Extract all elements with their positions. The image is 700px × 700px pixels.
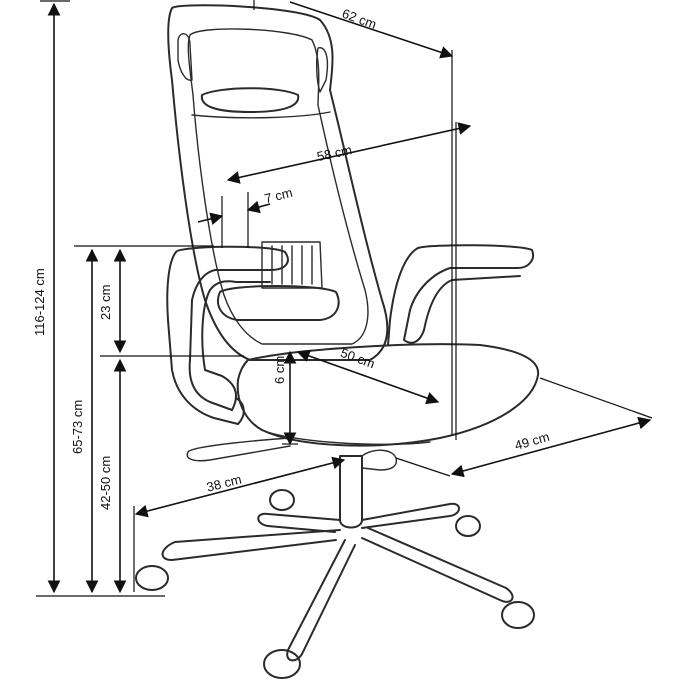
headrest-slot-left — [177, 33, 193, 81]
right-armrest — [403, 244, 534, 344]
dim-width-inner — [226, 122, 472, 184]
gas-lift — [339, 455, 363, 529]
label-depth: 62 cm — [340, 6, 378, 32]
label-seat-height: 42-50 cm — [98, 456, 113, 510]
headrest-slot-right — [315, 47, 329, 93]
backrest-inner — [187, 28, 369, 345]
caster — [263, 649, 301, 679]
label-seat-thickness: 6 cm — [272, 356, 287, 384]
label-total-height: 116-124 cm — [32, 268, 47, 336]
caster — [269, 489, 295, 511]
lift-lever — [186, 437, 291, 462]
label-width-inner: 58 cm — [316, 142, 354, 164]
seat-underside — [261, 429, 431, 446]
dim-lumbar-2 — [246, 200, 271, 214]
dim-seat-depth — [296, 349, 440, 405]
gas-lift-cover — [361, 449, 398, 471]
label-arm-floor-height: 65-73 cm — [70, 400, 85, 454]
label-seat-width: 49 cm — [513, 429, 551, 453]
left-armrest — [175, 245, 289, 411]
caster — [455, 515, 481, 537]
lumbar-pad — [217, 285, 340, 321]
backrest-outline — [167, 4, 389, 361]
lumbar-grille — [261, 241, 323, 289]
headrest-pad — [200, 87, 300, 113]
left-armrest-support — [166, 251, 245, 425]
dim-depth — [289, 1, 454, 59]
star-base — [161, 502, 514, 662]
label-armrest-height: 23 cm — [98, 285, 113, 320]
mesh-divider — [191, 111, 331, 119]
label-seat-depth: 50 cm — [339, 345, 377, 371]
label-lumbar: 7 cm — [263, 185, 294, 206]
dim-lumbar — [197, 212, 224, 226]
dim-seat-width — [450, 416, 652, 478]
dim-base-radius — [134, 456, 346, 518]
dimension-lines — [36, 0, 653, 597]
caster — [501, 601, 535, 629]
caster — [135, 565, 169, 591]
right-armrest-support — [387, 247, 419, 346]
chair-illustration — [135, 4, 540, 679]
